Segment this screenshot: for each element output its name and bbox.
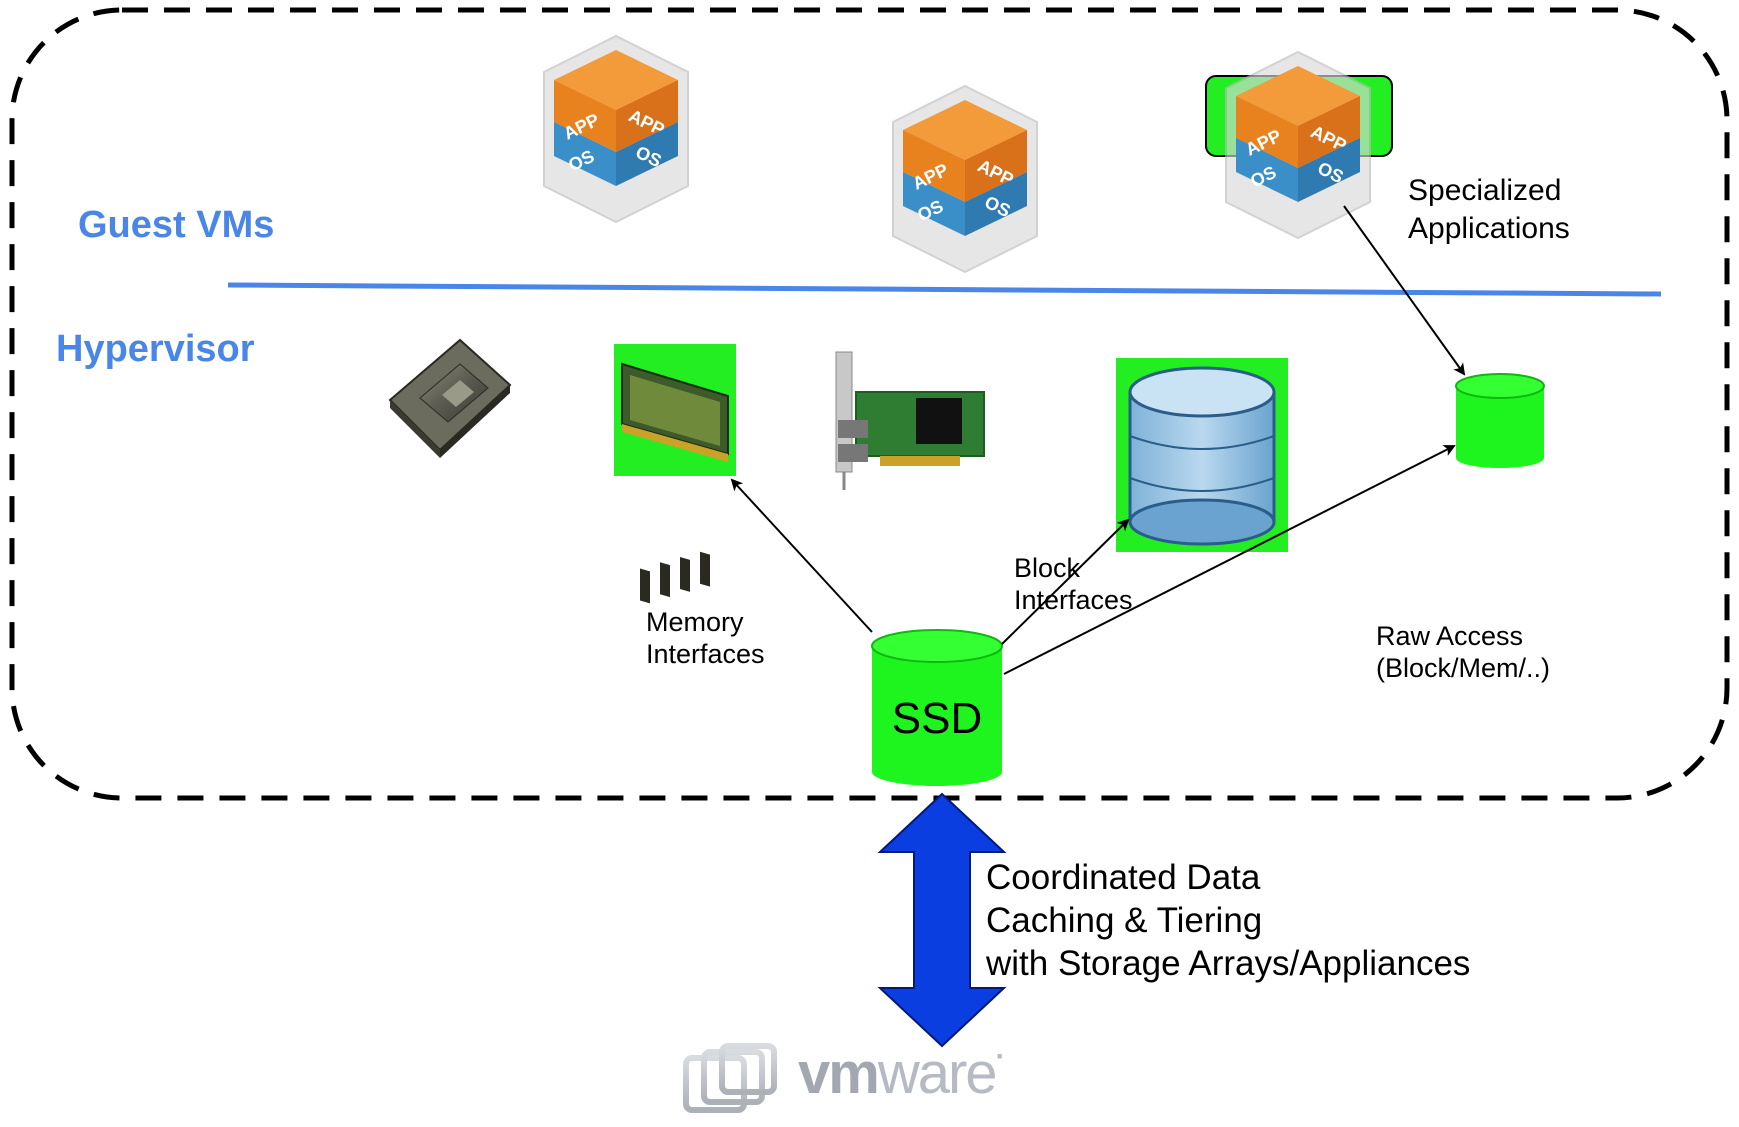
vmware-logo-text: vmware· [798, 1040, 1006, 1107]
specialized-applications-label: Specialized Applications [1408, 172, 1570, 248]
arrow-ssd-to-block [1001, 518, 1130, 645]
raw-access-cylinder [1455, 373, 1545, 468]
vmware-logo-ware: ware [877, 1041, 998, 1106]
block-interfaces-label: Block Interfaces [1014, 552, 1133, 616]
raw-line-2: (Block/Mem/..) [1376, 653, 1551, 683]
raw-line-1: Raw Access [1376, 621, 1524, 651]
hypervisor-boundary [9, 7, 1730, 801]
network-card-icon [835, 351, 985, 490]
specialized-line-1: Specialized [1408, 174, 1562, 207]
arrow-ssd-to-memory [730, 478, 873, 633]
coord-line-3: with Storage Arrays/Appliances [986, 944, 1471, 983]
guest-vms-label: Guest VMs [78, 204, 275, 246]
block-line-1: Block [1014, 553, 1081, 583]
raw-access-label: Raw Access (Block/Mem/..) [1376, 620, 1550, 684]
vm-os-right [616, 122, 678, 186]
arrow-specialized-to-raw [1343, 205, 1466, 376]
vm-os-right [1298, 138, 1360, 202]
memory-line-1: Memory [646, 607, 744, 637]
specialized-line-2: Applications [1408, 212, 1570, 245]
ssd-label: SSD [891, 694, 983, 743]
vm-os-left [1236, 138, 1298, 202]
cpu-icon [388, 338, 512, 458]
vm-app-right [965, 130, 1027, 202]
database-icon [1116, 358, 1288, 552]
vm-app-left [554, 80, 616, 152]
hypervisor-label: Hypervisor [56, 328, 255, 370]
block-line-2: Interfaces [1014, 585, 1133, 615]
vm-os-left [554, 122, 616, 186]
memory-interfaces-label: Memory Interfaces [646, 606, 765, 670]
memory-module-icon [614, 344, 736, 604]
vm-app-left [903, 130, 965, 202]
memory-line-2: Interfaces [646, 639, 765, 669]
coordination-arrow [877, 792, 1007, 1048]
vm-app-left [1236, 96, 1298, 168]
vm-os-left [903, 172, 965, 236]
vmware-logo-mark [683, 1043, 777, 1113]
vm-app-right [616, 80, 678, 152]
layer-divider [227, 282, 1662, 297]
vmware-logo-mark-dot: · [995, 1040, 1006, 1073]
coordinated-data-label: Coordinated Data Caching & Tiering with … [986, 856, 1470, 985]
vm-app-right [1298, 96, 1360, 168]
coord-line-2: Caching & Tiering [986, 901, 1263, 940]
ssd-cylinder [871, 629, 1003, 786]
coord-line-1: Coordinated Data [986, 858, 1261, 897]
vm-os-right [965, 172, 1027, 236]
vmware-logo-vm: vm [798, 1041, 880, 1106]
arrow-ssd-to-raw [1003, 445, 1456, 675]
